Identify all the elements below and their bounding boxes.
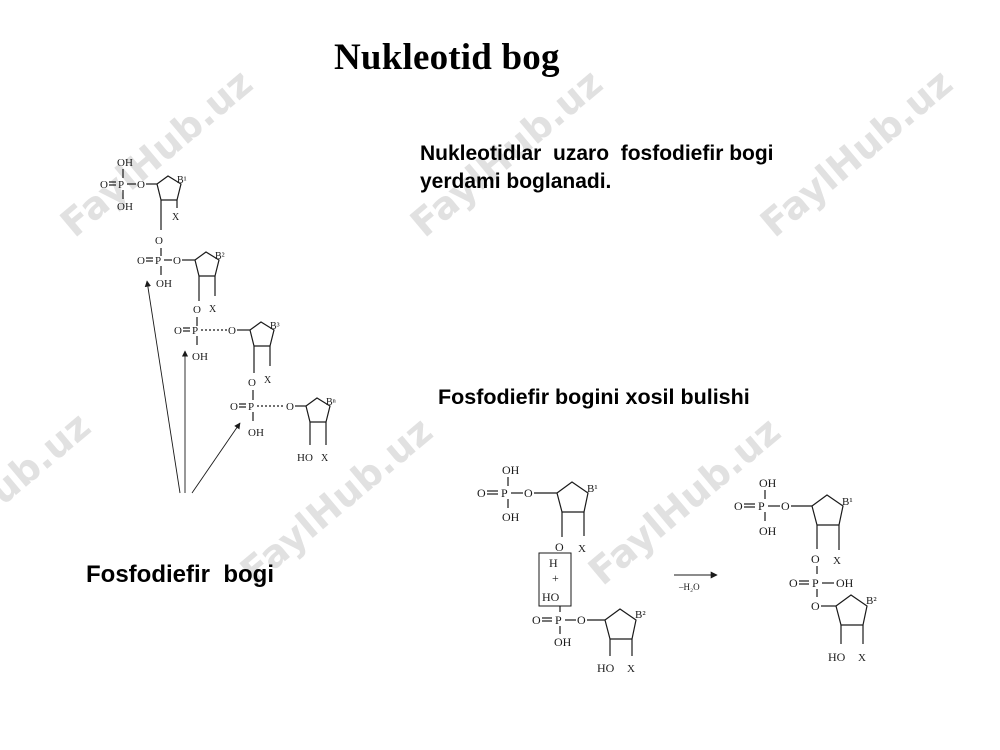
atom-label: P <box>758 499 765 513</box>
base-label: B¹ <box>177 175 187 186</box>
base-label: Bⁿ <box>326 397 336 408</box>
reaction-diagram: OH O P O OH B¹ X O H + HO <box>477 463 877 675</box>
atom-label: O <box>155 235 163 247</box>
atom-label: OH <box>117 201 133 213</box>
atom-label: X <box>578 543 586 555</box>
arrow-label: –H₂O <box>678 582 700 592</box>
water-elimination-box <box>538 552 572 607</box>
atom-label: O <box>532 613 541 627</box>
atom-label: O <box>228 325 236 337</box>
atom-label: O <box>734 499 743 513</box>
atom-label: P <box>812 576 819 590</box>
atom-label: P <box>155 255 161 267</box>
atom-label: O <box>137 255 145 267</box>
atom-label: OH <box>759 476 777 490</box>
atom-label: X <box>172 212 180 223</box>
bond-label: Fosfodiefir bogi <box>86 561 274 588</box>
atom-label: O <box>477 486 486 500</box>
atom-label: OH <box>192 351 208 363</box>
polynucleotide-chain: OH O P O OH B¹ X O O <box>100 157 336 494</box>
atom-label: O <box>577 613 586 627</box>
atom-label: X <box>833 555 841 567</box>
atom-label: O <box>248 377 256 389</box>
atom-label: P <box>118 179 124 191</box>
atom-label: P <box>555 613 562 627</box>
atom-label: OH <box>156 278 172 290</box>
nucleotide-unit: OH O P O OH B¹ X O <box>100 157 187 247</box>
atom-label: OH <box>502 510 520 524</box>
atom-label: H <box>549 556 558 570</box>
atom-label: HO <box>828 650 846 664</box>
intro-text: Nukleotidlar uzaro fosfodiefir bogi yerd… <box>420 142 774 193</box>
plus-sign: + <box>552 571 559 585</box>
atom-label: X <box>858 652 866 664</box>
atom-label: HO <box>542 590 560 604</box>
atom-label: O <box>230 401 238 413</box>
atom-label: X <box>264 375 272 386</box>
bond-pointer-arrows <box>144 280 241 494</box>
base-label: B² <box>215 251 225 262</box>
atom-label: O <box>789 576 798 590</box>
base-label: B² <box>635 609 646 621</box>
atom-label: OH <box>117 157 133 169</box>
base-label: B² <box>866 595 877 607</box>
slide-title: Nukleotid bog <box>334 37 560 78</box>
atom-label: O <box>524 486 533 500</box>
atom-label: OH <box>759 524 777 538</box>
atom-label: O <box>173 255 181 267</box>
atom-label: O <box>811 599 820 613</box>
atom-label: O <box>781 499 790 513</box>
atom-label: P <box>248 401 254 413</box>
atom-label: O <box>555 540 564 554</box>
atom-label: OH <box>502 463 520 477</box>
nucleotide-unit: O P O OH B² X O <box>137 248 225 316</box>
atom-label: P <box>192 325 198 337</box>
nucleotide-unit: O P O OH Bⁿ HO X <box>230 390 336 464</box>
nucleotide-unit: O P O OH B³ X O <box>174 317 280 389</box>
atom-label: X <box>627 663 635 675</box>
atom-label: O <box>174 325 182 337</box>
atom-label: O <box>100 179 108 191</box>
atom-label: OH <box>248 427 264 439</box>
atom-label: X <box>209 304 217 315</box>
base-label: B³ <box>270 321 280 332</box>
reactant-structures: OH O P O OH B¹ X O H + HO <box>477 463 646 675</box>
atom-label: HO <box>597 661 615 675</box>
reaction-subtitle: Fosfodiefir bogini xosil bulishi <box>438 385 750 409</box>
base-label: B¹ <box>587 483 598 495</box>
atom-label: OH <box>836 576 854 590</box>
product-structure: OH O P O OH B¹ X O O P <box>734 476 877 664</box>
base-label: B¹ <box>842 496 853 508</box>
atom-label: X <box>321 453 329 464</box>
atom-label: HO <box>297 452 313 464</box>
atom-label: O <box>137 179 145 191</box>
atom-label: OH <box>554 635 572 649</box>
atom-label: O <box>193 304 201 316</box>
atom-label: O <box>286 401 294 413</box>
atom-label: O <box>811 552 820 566</box>
reaction-arrow: –H₂O <box>674 571 718 592</box>
atom-label: P <box>501 486 508 500</box>
